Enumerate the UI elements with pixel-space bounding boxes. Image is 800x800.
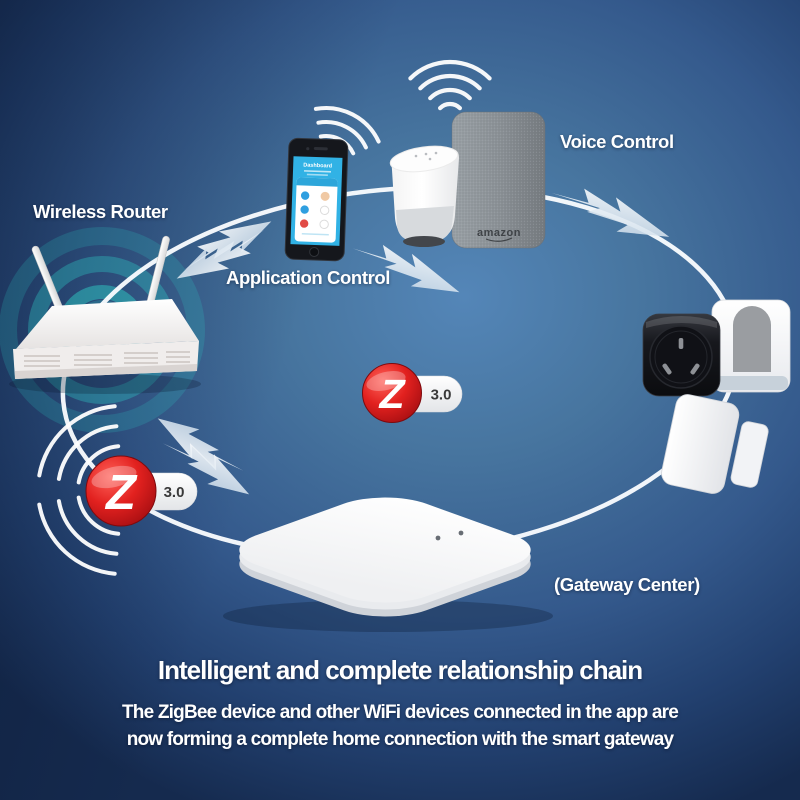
amazon-smile-icon [485, 237, 513, 242]
footer-subtitle-line2: now forming a complete home connection w… [126, 728, 674, 750]
wireless-router-label: Wireless Router [33, 201, 168, 222]
zigbee-z-small: Z [104, 466, 138, 520]
zigbee-logo-main: 3.0 Z [362, 363, 463, 423]
phone-home-button [309, 246, 320, 257]
speaker-wifi-icon [408, 59, 492, 111]
door-sensor-device [661, 394, 769, 494]
google-home-speaker [389, 145, 459, 247]
voice-control-label: Voice Control [560, 131, 674, 152]
footer-subtitle: The ZigBee device and other WiFi devices… [0, 700, 800, 753]
door-sensor-magnet [730, 421, 769, 488]
smart-button-face [733, 306, 771, 372]
amazon-logo: amazon [477, 227, 521, 239]
application-control-label: Application Control [226, 267, 391, 288]
phone-camera [306, 147, 310, 151]
amazon-echo-speaker: amazon [451, 111, 546, 249]
zigbee-version-small: 3.0 [164, 484, 185, 501]
zigbee-version-main: 3.0 [431, 387, 452, 404]
arrow-voice-to-devices [548, 172, 675, 253]
footer-title: Intelligent and complete relationship ch… [157, 655, 643, 685]
phone-app-title: Dashboard [303, 163, 332, 170]
zigbee-z-main: Z [378, 371, 406, 417]
plug-socket-face [649, 325, 713, 389]
smart-plug-device [642, 313, 721, 397]
smartphone-device: Dashboard [284, 137, 349, 262]
google-home-top [389, 145, 459, 173]
gateway-led-2 [458, 530, 464, 536]
gateway-led-1 [435, 535, 441, 541]
footer-subtitle-line1: The ZigBee device and other WiFi devices… [122, 702, 679, 723]
google-home-mics [414, 151, 438, 161]
plug-socket-slots [662, 338, 700, 375]
gateway-device [223, 497, 553, 632]
wireless-router-device [9, 235, 201, 394]
gateway-center-label: (Gateway Center) [554, 574, 700, 595]
router-vents [24, 351, 190, 367]
smart-button-device [711, 299, 791, 393]
phone-speaker-slit [313, 146, 328, 151]
zigbee-logo-small: 3.0 Z [85, 455, 198, 527]
